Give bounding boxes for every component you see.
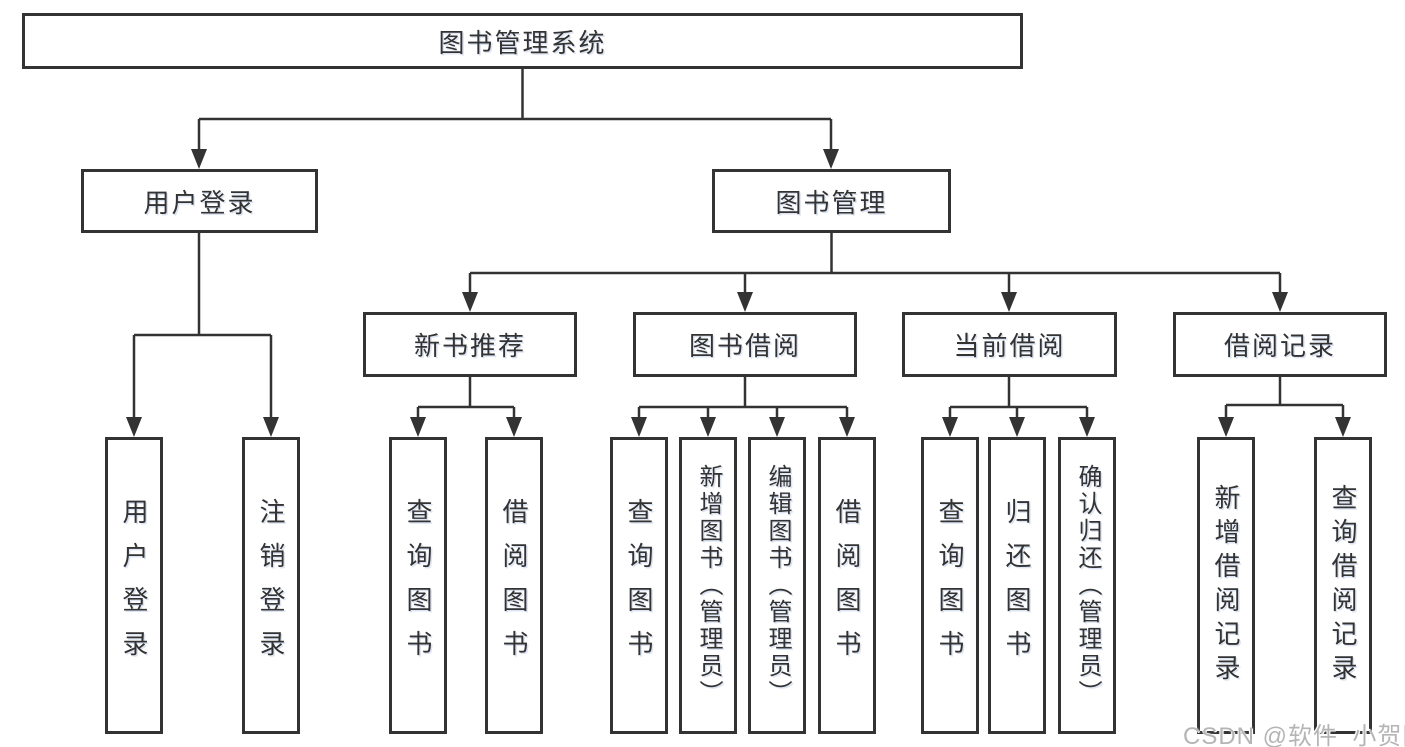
leaf-borrow-borrow-books: 借阅图书 <box>818 437 876 734</box>
leaf-return-books: 归还图书 <box>988 437 1046 734</box>
node-book-management: 图书管理 <box>712 169 951 233</box>
csdn-watermark: CSDN @软件_小贺同学 <box>1183 723 1405 747</box>
node-label: 编辑图书（管理员） <box>764 464 791 707</box>
connector-bookborrow-to-leaves <box>637 377 849 418</box>
node-label: 新书推荐 <box>413 331 526 361</box>
node-label: 当前借阅 <box>953 331 1066 361</box>
node-label: 确认归还（管理员） <box>1074 464 1101 707</box>
leaf-newbook-query-books: 查询图书 <box>389 437 447 734</box>
connector-userlogin-to-leaves <box>132 233 273 418</box>
node-label: 图书管理 <box>775 187 888 218</box>
node-book-borrow: 图书借阅 <box>633 312 857 377</box>
node-label: 用户登录 <box>143 187 256 218</box>
leaf-add-books-admin: 新增图书（管理员） <box>679 437 737 734</box>
connector-records-to-leaves <box>1224 377 1345 418</box>
leaf-edit-books-admin: 编辑图书（管理员） <box>748 437 806 734</box>
node-label: 图书借阅 <box>688 331 801 361</box>
node-label: 借阅图书 <box>832 497 862 674</box>
leaf-query-borrow-record: 查询借阅记录 <box>1314 437 1372 734</box>
connector-bookmgmt-to-level3 <box>468 233 1282 293</box>
connector-currentborrow-to-leaves <box>948 377 1089 418</box>
leaf-confirm-return-admin: 确认归还（管理员） <box>1058 437 1116 734</box>
node-label: 查询图书 <box>403 497 433 674</box>
leaf-current-query-books: 查询图书 <box>921 437 979 734</box>
node-new-book-recommend: 新书推荐 <box>363 312 577 377</box>
connector-root-to-level2 <box>197 69 833 150</box>
leaf-user-login: 用户登录 <box>105 437 163 734</box>
arrowhead-icons <box>126 149 1351 437</box>
leaf-logout: 注销登录 <box>242 437 300 734</box>
node-label: 查询图书 <box>624 497 654 674</box>
node-user-login: 用户登录 <box>81 169 318 233</box>
leaf-add-borrow-record: 新增借阅记录 <box>1197 437 1255 734</box>
node-label: 借阅记录 <box>1223 331 1336 361</box>
node-borrow-records: 借阅记录 <box>1173 312 1387 377</box>
connector-newbook-to-leaves <box>416 377 516 418</box>
node-label: 用户登录 <box>119 497 149 674</box>
node-label: 归还图书 <box>1002 497 1032 674</box>
node-current-borrow: 当前借阅 <box>902 312 1117 377</box>
node-label: 查询图书 <box>935 497 965 674</box>
node-label: 借阅图书 <box>499 497 529 674</box>
node-label: 注销登录 <box>256 497 286 674</box>
node-label: 新增借阅记录 <box>1211 483 1241 688</box>
node-root-system: 图书管理系统 <box>22 13 1023 69</box>
leaf-borrow-query-books: 查询图书 <box>610 437 668 734</box>
node-label: 查询借阅记录 <box>1328 483 1358 688</box>
node-label: 新增图书（管理员） <box>695 464 722 707</box>
connector-line-group <box>132 69 1345 418</box>
leaf-newbook-borrow-books: 借阅图书 <box>485 437 543 734</box>
node-label: 图书管理系统 <box>438 27 607 58</box>
